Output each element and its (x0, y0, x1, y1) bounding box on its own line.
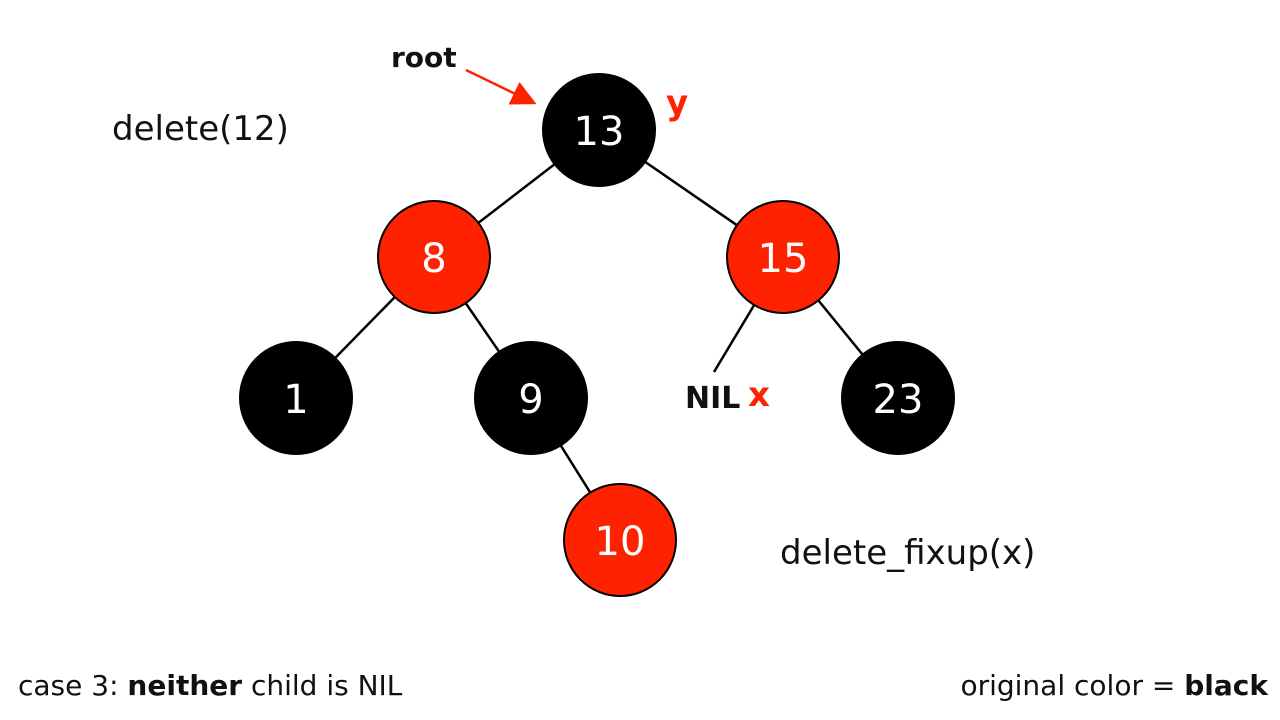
node-10-key: 10 (595, 519, 646, 565)
root-label: root (391, 41, 457, 74)
operation-label: delete(12) (112, 109, 289, 149)
node-8: 8 (377, 200, 491, 314)
original-color-value: black (1184, 669, 1268, 702)
case-prefix: case 3: (18, 669, 128, 702)
node-10: 10 (563, 483, 677, 597)
marker-y: y (666, 83, 688, 123)
node-23-key: 23 (873, 377, 924, 423)
node-9-key: 9 (518, 377, 543, 423)
case-caption: case 3: neither child is NIL (18, 672, 402, 700)
original-color-prefix: original color = (960, 669, 1185, 702)
case-bold: neither (127, 669, 243, 702)
case-suffix: child is NIL (242, 669, 403, 702)
node-15-key: 15 (758, 236, 809, 282)
node-13: 13 (542, 73, 656, 187)
fixup-call-label: delete_fixup(x) (780, 533, 1036, 573)
node-15: 15 (726, 200, 840, 314)
node-8-key: 8 (421, 236, 446, 282)
node-1: 1 (239, 341, 353, 455)
root-arrow (465, 68, 537, 105)
node-1-key: 1 (283, 377, 308, 423)
original-color-caption: original color = black (960, 672, 1268, 700)
marker-x: x (748, 375, 770, 415)
nil-label: NIL (685, 381, 740, 416)
node-13-key: 13 (574, 109, 625, 155)
node-23: 23 (841, 341, 955, 455)
node-9: 9 (474, 341, 588, 455)
